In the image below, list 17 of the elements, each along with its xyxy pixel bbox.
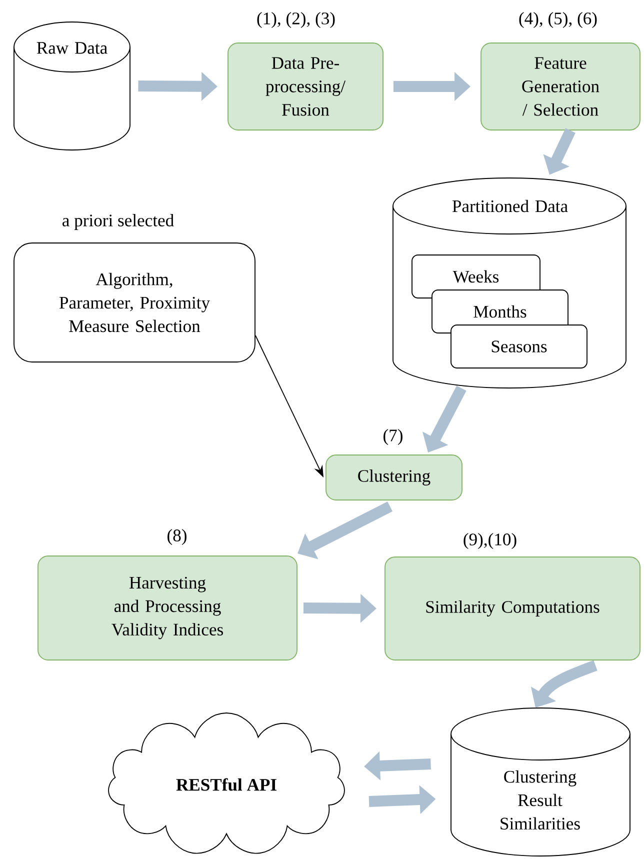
process-box: Feature Generation / Selection bbox=[480, 42, 640, 130]
step-label: (1), (2), (3) bbox=[257, 12, 335, 28]
partition-card: Seasons bbox=[450, 324, 588, 368]
process-box: Similarity Computations bbox=[384, 556, 640, 660]
step-label: a priori selected bbox=[62, 214, 174, 230]
process-box: Harvesting and Processing Validity Indices bbox=[38, 556, 298, 660]
database-cylinder: Raw Data bbox=[14, 22, 130, 150]
step-label: (4), (5), (6) bbox=[519, 12, 597, 28]
step-label: (8) bbox=[168, 529, 186, 545]
selection-box: Algorithm, Parameter, Proximity Measure Selection bbox=[14, 242, 256, 362]
step-label: (7) bbox=[384, 429, 402, 445]
process-box: Data Pre-processing/ Fusion bbox=[228, 42, 384, 130]
node-label: Clustering Result Similarities bbox=[500, 770, 580, 830]
step-label: (9),(10) bbox=[464, 533, 516, 549]
api-cloud: RESTful API bbox=[108, 712, 345, 854]
process-box: Clustering bbox=[326, 454, 462, 500]
database-cylinder: Clustering Result Similarities bbox=[450, 708, 630, 856]
